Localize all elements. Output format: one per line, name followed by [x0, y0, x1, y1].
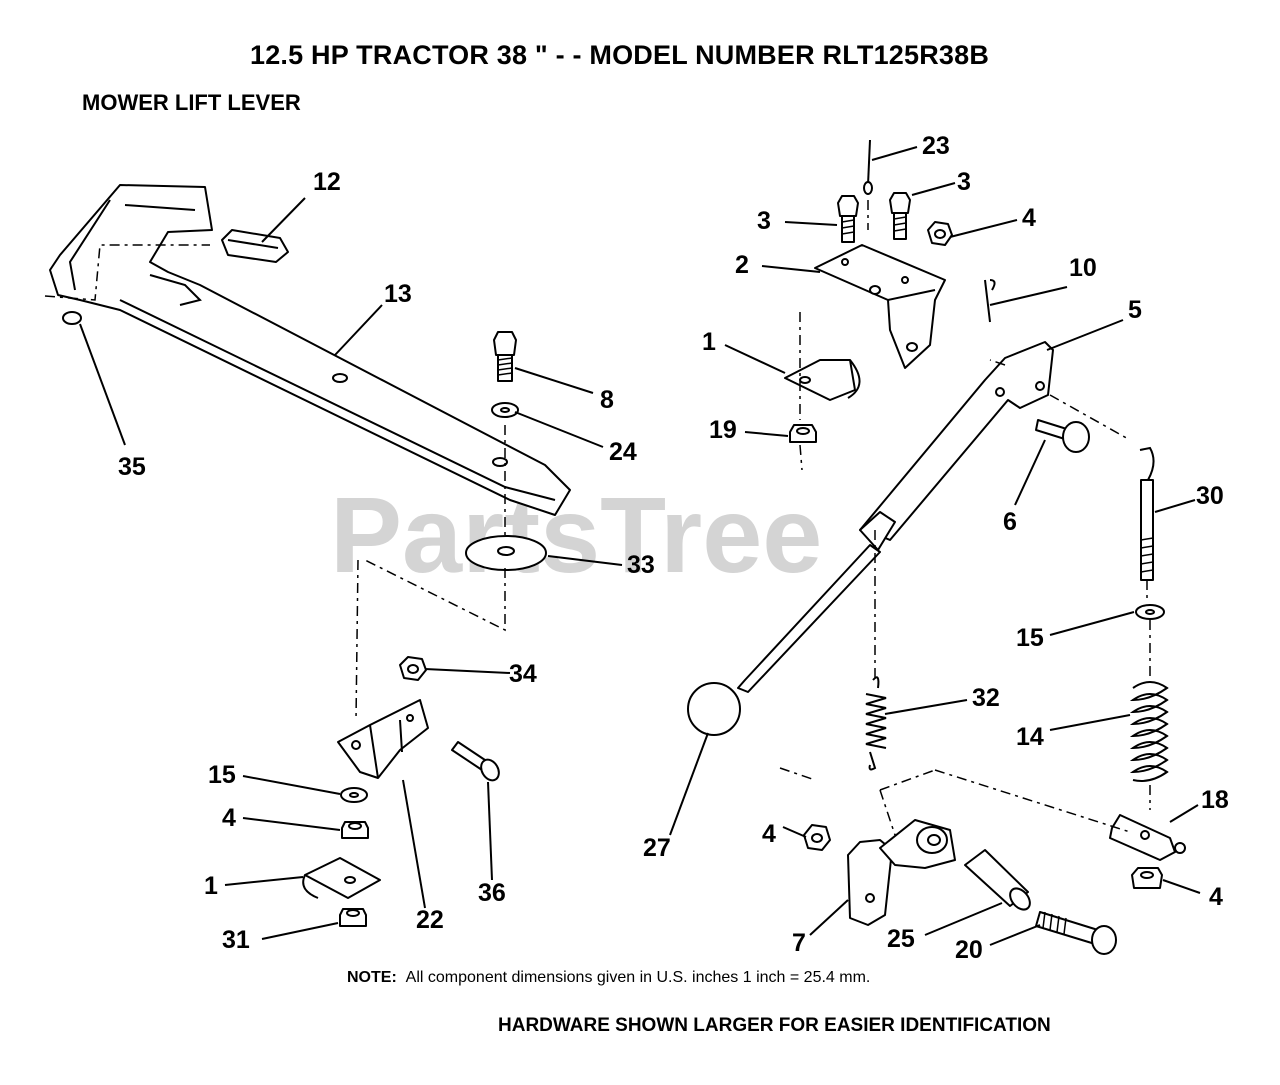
part-25-pin[interactable]: [964, 849, 1034, 913]
callout-3-right: 3: [957, 168, 971, 196]
note-label: NOTE:: [347, 969, 397, 986]
callout-25: 25: [887, 925, 915, 953]
part-32-spring[interactable]: [865, 530, 887, 771]
callout-7: 7: [792, 929, 806, 957]
callout-33: 33: [627, 551, 655, 579]
part-7-bracket[interactable]: [847, 769, 1131, 926]
part-4-nut-top[interactable]: [927, 221, 953, 246]
callout-24: 24: [609, 438, 637, 466]
part-31-nut[interactable]: [339, 908, 367, 927]
callout-22: 22: [416, 906, 444, 934]
callout-4-lower-left: 4: [762, 820, 776, 848]
callout-10: 10: [1069, 254, 1097, 282]
callout-1-right: 1: [702, 328, 716, 356]
callout-32: 32: [972, 684, 1000, 712]
callout-4-top: 4: [1022, 204, 1036, 232]
part-4-nut-lower-left[interactable]: [803, 824, 831, 851]
part-2-bracket[interactable]: [814, 244, 946, 369]
part-34-nut[interactable]: [399, 656, 427, 681]
part-35[interactable]: [62, 311, 82, 325]
part-4-nut[interactable]: [341, 821, 369, 839]
callout-35: 35: [118, 453, 146, 481]
callout-15-left: 15: [208, 761, 236, 789]
callout-15-right: 15: [1016, 624, 1044, 652]
callout-14: 14: [1016, 723, 1044, 751]
part-18-pin[interactable]: [1109, 814, 1186, 861]
part-36-bolt[interactable]: [451, 741, 502, 784]
hardware-note: HARDWARE SHOWN LARGER FOR EASIER IDENTIF…: [498, 1015, 1051, 1036]
part-4-nut-lower-right[interactable]: [1131, 867, 1163, 889]
callout-2: 2: [735, 251, 749, 279]
part-1-clip-right[interactable]: [784, 359, 861, 401]
part-6-bolt[interactable]: [1035, 419, 1090, 453]
callout-4-lower-right: 4: [1209, 883, 1223, 911]
part-3-bolt-right[interactable]: [889, 192, 911, 240]
callout-13: 13: [384, 280, 412, 308]
callout-8: 8: [600, 386, 614, 414]
part-5-lever[interactable]: [737, 341, 1054, 693]
part-30-rod[interactable]: [1139, 446, 1155, 581]
callout-20: 20: [955, 936, 983, 964]
part-8-bolt[interactable]: [493, 331, 517, 382]
callout-5: 5: [1128, 296, 1142, 324]
callout-31: 31: [222, 926, 250, 954]
part-19-nut[interactable]: [789, 424, 817, 443]
callout-30: 30: [1196, 482, 1224, 510]
part-14-spring[interactable]: [1129, 681, 1169, 782]
callout-12: 12: [313, 168, 341, 196]
part-3-bolt-left[interactable]: [837, 195, 859, 243]
note-text: All component dimensions given in U.S. i…: [405, 969, 871, 986]
watermark: PartsTree: [330, 474, 822, 595]
dimension-note: NOTE: All component dimensions given in …: [347, 968, 947, 987]
callout-3-left: 3: [757, 207, 771, 235]
callout-34: 34: [509, 660, 537, 688]
callout-36: 36: [478, 879, 506, 907]
callout-18: 18: [1201, 786, 1229, 814]
diagram-title: 12.5 HP TRACTOR 38 " - - MODEL NUMBER RL…: [250, 40, 990, 70]
callout-numbers: 12 13 35 8 24 33 34 15 4 1 31 22 36 23 3…: [118, 132, 1229, 964]
diagram-subtitle: MOWER LIFT LEVER: [82, 90, 301, 115]
callout-23: 23: [922, 132, 950, 160]
part-23-cotter-pin[interactable]: [863, 139, 873, 195]
part-20-bolt[interactable]: [1035, 911, 1117, 955]
callout-19: 19: [709, 416, 737, 444]
leader-lines: [79, 146, 1201, 946]
part-27-knob[interactable]: [687, 682, 741, 736]
part-12-grip[interactable]: [221, 229, 289, 263]
callout-6: 6: [1003, 508, 1017, 536]
part-10-cotter-pin[interactable]: [984, 279, 996, 323]
callout-4-left: 4: [222, 804, 236, 832]
callout-1-left: 1: [204, 872, 218, 900]
part-22-bracket[interactable]: [337, 699, 429, 779]
callout-27: 27: [643, 834, 671, 862]
part-1-clip[interactable]: [302, 857, 381, 899]
